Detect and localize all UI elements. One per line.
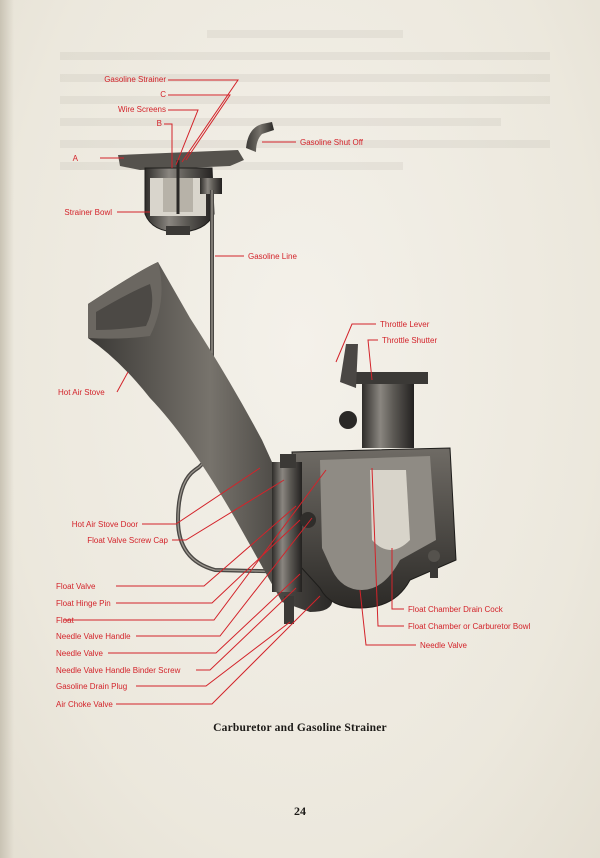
label-needle-valve-handle-binder-screw: Needle Valve Handle Binder Screw bbox=[56, 666, 181, 675]
label-needle-valve-handle: Needle Valve Handle bbox=[56, 632, 131, 641]
label-hot-air-stove: Hot Air Stove bbox=[58, 388, 105, 397]
label-needle-valve-right: Needle Valve bbox=[420, 641, 468, 650]
label-needle-valve-left: Needle Valve bbox=[56, 649, 104, 658]
label-throttle-shutter: Throttle Shutter bbox=[382, 336, 437, 345]
label-float-hinge-pin: Float Hinge Pin bbox=[56, 599, 111, 608]
label-air-choke-valve: Air Choke Valve bbox=[56, 700, 113, 709]
label-gasoline-line: Gasoline Line bbox=[248, 252, 297, 261]
label-a: A bbox=[73, 154, 79, 163]
figure-caption: Carburetor and Gasoline Strainer bbox=[0, 722, 600, 734]
label-float-chamber-drain-cock: Float Chamber Drain Cock bbox=[408, 605, 504, 614]
page-number: 24 bbox=[0, 804, 600, 819]
label-float-valve-screw-cap: Float Valve Screw Cap bbox=[87, 536, 168, 545]
strainer-drawing bbox=[118, 122, 274, 235]
label-float-valve: Float Valve bbox=[56, 582, 96, 591]
label-wire-screens: Wire Screens bbox=[118, 105, 166, 114]
label-b: B bbox=[157, 119, 162, 128]
carburetor-drawing bbox=[272, 344, 456, 624]
label-throttle-lever: Throttle Lever bbox=[380, 320, 430, 329]
label-gasoline-strainer: Gasoline Strainer bbox=[104, 75, 166, 84]
label-float-chamber-or-carburetor-bowl: Float Chamber or Carburetor Bowl bbox=[408, 622, 530, 631]
label-gasoline-drain-plug: Gasoline Drain Plug bbox=[56, 682, 127, 691]
label-c: C bbox=[160, 90, 166, 99]
label-hot-air-stove-door: Hot Air Stove Door bbox=[72, 520, 139, 529]
label-gasoline-shut-off: Gasoline Shut Off bbox=[300, 138, 364, 147]
label-float: Float bbox=[56, 616, 75, 625]
label-strainer-bowl: Strainer Bowl bbox=[64, 208, 112, 217]
